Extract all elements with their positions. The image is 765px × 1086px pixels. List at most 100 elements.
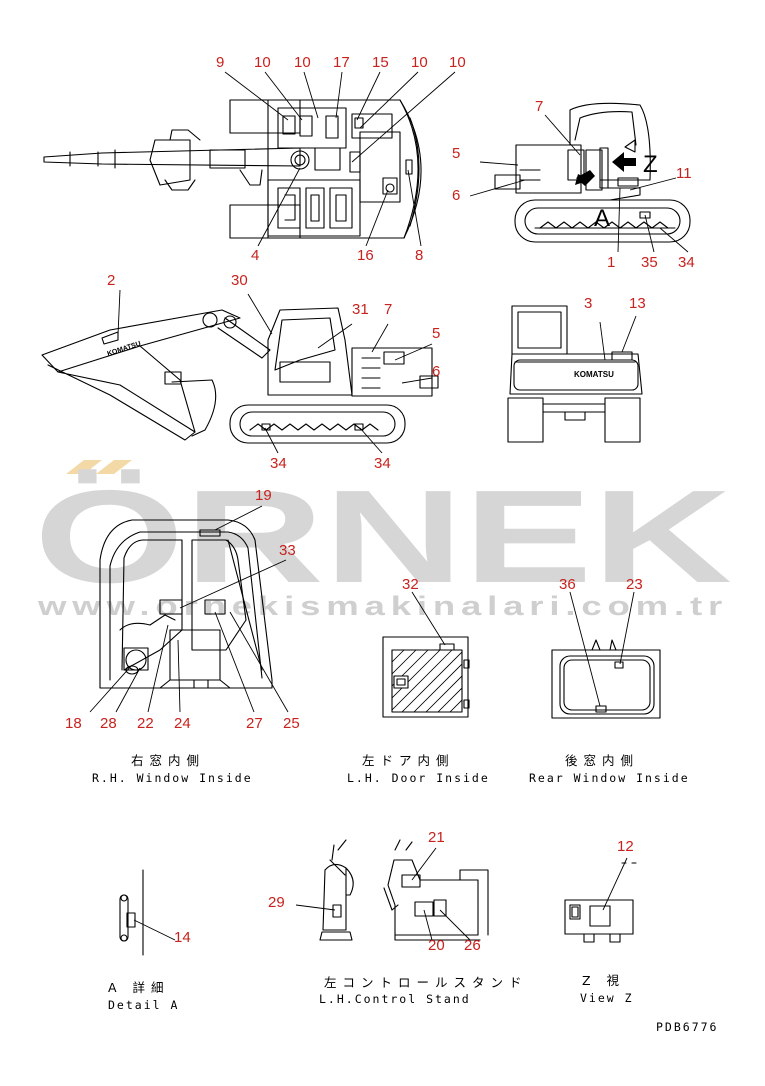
callout-13: 13 — [629, 295, 646, 312]
callouts-detail-a: 14 — [174, 929, 191, 946]
callout-30: 30 — [231, 272, 248, 289]
control-stand-right — [387, 859, 479, 936]
callout-33: 33 — [279, 542, 296, 559]
caption-view-z-jp: Z 視 — [582, 973, 625, 988]
callouts-side-small: 7 5 6 11 1 35 34 — [452, 98, 695, 271]
callout-3: 3 — [584, 295, 592, 312]
callout-6-small: 6 — [452, 187, 460, 204]
callout-1: 1 — [607, 254, 615, 271]
callout-6-main: 6 — [432, 363, 440, 380]
callout-9: 9 — [216, 54, 224, 71]
callout-12: 12 — [617, 838, 634, 855]
swing-circle — [290, 150, 310, 170]
boom-main — [41, 309, 241, 373]
caption-lh-door-en: L.H. Door Inside — [347, 771, 490, 785]
track-main — [229, 404, 406, 444]
caption-rh-window-en: R.H. Window Inside — [92, 771, 253, 785]
caption-lh-door-jp: 左ドア内側 — [362, 753, 455, 768]
komatsu-rear-logo: KOMATSU — [574, 370, 614, 379]
view-captions: 右窓内側 R.H. Window Inside 左ドア内側 L.H. Door … — [92, 753, 718, 1034]
cab-frame-rh — [99, 519, 273, 689]
rear-window-view — [551, 591, 661, 719]
callouts-top-plan: 9 10 10 17 15 10 10 4 16 8 — [216, 54, 466, 264]
callout-26: 26 — [464, 937, 481, 954]
callout-17: 17 — [333, 54, 350, 71]
caption-rh-window-jp: 右窓内側 — [131, 753, 205, 768]
watermark: ÖRNEK www.ornekismakinalari.com.tr — [34, 460, 732, 621]
side-view-main: KOMATSU — [41, 289, 439, 454]
detail-a-view — [119, 869, 176, 956]
door-frame — [382, 636, 469, 718]
engine-hood-small — [515, 144, 582, 194]
callout-11: 11 — [676, 165, 692, 182]
engine-hood-main — [351, 347, 433, 397]
watermark-brand: ÖRNEK — [34, 463, 732, 610]
callout-5-main: 5 — [432, 325, 440, 342]
callout-5-small: 5 — [452, 145, 460, 162]
callout-29: 29 — [268, 894, 285, 911]
track-rear-left — [507, 397, 544, 443]
callout-7-small: 7 — [535, 98, 543, 115]
callout-21: 21 — [428, 829, 445, 846]
callout-7-main: 7 — [384, 301, 392, 318]
callout-28: 28 — [100, 715, 117, 732]
callout-10c: 10 — [411, 54, 428, 71]
caption-rear-window-jp: 後窓内側 — [565, 753, 639, 768]
caption-rear-window-en: Rear Window Inside — [529, 771, 690, 785]
cab-top — [277, 107, 347, 149]
bucket — [171, 379, 217, 437]
komatsu-boom-logo: KOMATSU — [106, 340, 141, 357]
callout-25: 25 — [283, 715, 300, 732]
callout-14: 14 — [174, 929, 191, 946]
callout-20: 20 — [428, 937, 445, 954]
cab-small — [569, 102, 651, 181]
rh-window-view — [89, 505, 289, 713]
caption-detail-a-en: Detail A — [108, 998, 179, 1012]
callouts-view-z: 12 — [617, 838, 634, 855]
callout-24: 24 — [174, 715, 191, 732]
callouts-rear-window: 36 23 — [559, 576, 643, 593]
callouts-lh-control: 21 29 20 26 — [268, 829, 481, 954]
callout-19: 19 — [255, 487, 272, 504]
callout-23: 23 — [626, 576, 643, 593]
watermark-url: www.ornekismakinalari.com.tr — [37, 591, 728, 621]
callout-10d: 10 — [449, 54, 466, 71]
callout-2: 2 — [107, 272, 115, 289]
callouts-rear: 3 13 — [584, 295, 646, 312]
counterweight-rear — [509, 353, 643, 395]
callout-15: 15 — [372, 54, 389, 71]
watermark-accent-2 — [96, 460, 132, 474]
lh-door-view — [382, 591, 470, 718]
callout-10a: 10 — [254, 54, 271, 71]
callout-34-small: 34 — [678, 254, 695, 271]
callout-8: 8 — [415, 247, 423, 264]
callout-27: 27 — [246, 715, 263, 732]
callout-31: 31 — [352, 301, 369, 318]
callout-4: 4 — [251, 247, 259, 264]
callouts-side-main: 2 30 31 7 5 6 34 34 — [107, 272, 440, 472]
callouts-rh-window: 19 33 18 28 22 24 27 25 — [65, 487, 300, 732]
watermark-accent-1 — [66, 460, 102, 474]
marker-z: Z — [643, 151, 658, 178]
caption-view-z-en: View Z — [580, 991, 634, 1005]
side-view-small: A Z — [469, 102, 691, 253]
document-code: PDB6776 — [656, 1020, 718, 1034]
rear-window-frame — [551, 649, 661, 719]
caption-lh-control-jp: 左コントロールスタンド — [324, 975, 528, 990]
boom-arm — [43, 147, 301, 167]
callout-32: 32 — [402, 576, 419, 593]
callout-16: 16 — [357, 247, 374, 264]
caption-lh-control-en: L.H.Control Stand — [319, 992, 471, 1006]
rear-view: KOMATSU — [507, 305, 643, 443]
top-plan-view — [43, 71, 456, 247]
callout-34-main-b: 34 — [374, 455, 391, 472]
track-small — [514, 199, 691, 243]
upper-structure — [267, 99, 419, 239]
callout-18: 18 — [65, 715, 82, 732]
callout-10b: 10 — [294, 54, 311, 71]
marker-a: A — [594, 205, 610, 232]
callout-36: 36 — [559, 576, 576, 593]
lh-control-stand-view — [295, 839, 489, 941]
